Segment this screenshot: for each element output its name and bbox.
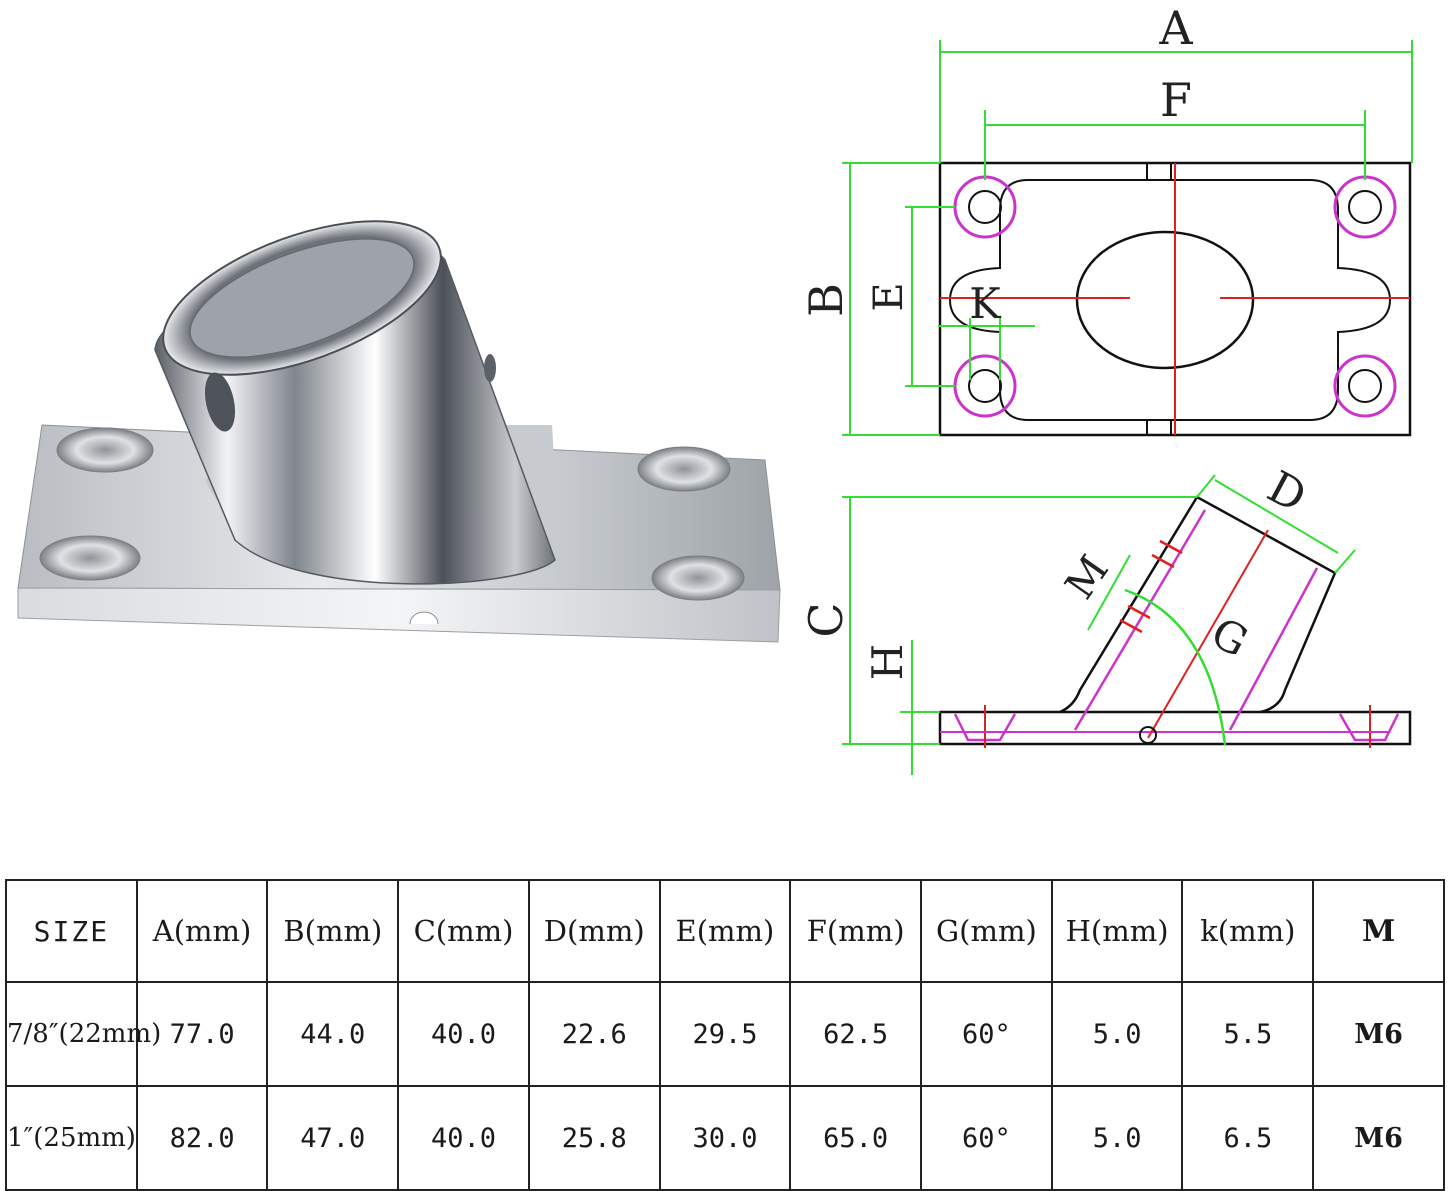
col-header-a: A(mm)	[135, 879, 269, 983]
cell-size: 1″(25mm)	[5, 1085, 138, 1191]
cell-h: 5.0	[1050, 1085, 1184, 1191]
label-k: K	[969, 279, 1002, 328]
cell-b: 47.0	[266, 1085, 400, 1191]
cell-size: 7/8″(22mm)	[5, 981, 161, 1087]
col-header-k: k(mm)	[1181, 879, 1315, 983]
cell-g: 60°	[920, 1085, 1053, 1191]
label-a: A	[1158, 1, 1193, 55]
col-header-d: D(mm)	[527, 879, 661, 983]
top-view	[842, 40, 1413, 437]
col-header-h: H(mm)	[1050, 879, 1184, 983]
cell-m: M6	[1312, 981, 1445, 1087]
cell-c: 40.0	[397, 1085, 530, 1191]
col-header-m: M	[1312, 879, 1445, 983]
table-header-row: SIZE A(mm) B(mm) C(mm) D(mm) E(mm) F(mm)…	[5, 879, 1445, 983]
cell-b: 44.0	[266, 981, 400, 1087]
col-header-g: G(mm)	[920, 879, 1053, 983]
label-e: E	[866, 282, 912, 311]
label-c: C	[799, 602, 853, 637]
cell-f: 65.0	[789, 1085, 923, 1191]
cell-c: 40.0	[397, 981, 530, 1087]
cell-a: 77.0	[135, 981, 269, 1087]
cell-a: 82.0	[135, 1085, 269, 1191]
cell-e: 30.0	[658, 1085, 792, 1191]
table-row: 1″(25mm) 82.0 47.0 40.0 25.8 30.0 65.0 6…	[5, 1085, 1445, 1191]
cell-f: 62.5	[789, 981, 923, 1087]
cell-m: M6	[1312, 1085, 1445, 1191]
product-photo	[17, 220, 781, 643]
cell-e: 29.5	[658, 981, 792, 1087]
label-m: M	[1057, 548, 1118, 608]
label-h: H	[863, 644, 912, 681]
col-header-c: C(mm)	[397, 879, 530, 983]
label-b: B	[799, 283, 853, 317]
col-header-f: F(mm)	[789, 879, 923, 983]
label-g: G	[1203, 608, 1256, 667]
cell-d: 22.6	[527, 981, 661, 1087]
table-row: 7/8″(22mm) 77.0 44.0 40.0 22.6 29.5 62.5…	[5, 981, 1445, 1087]
cell-k: 6.5	[1181, 1085, 1315, 1191]
technical-drawing: A F B E K D M G C H	[799, 1, 1413, 775]
cell-h: 5.0	[1050, 981, 1184, 1087]
side-view	[842, 474, 1412, 775]
spec-table: SIZE A(mm) B(mm) C(mm) D(mm) E(mm) F(mm)…	[5, 879, 1445, 1191]
label-f: F	[1160, 73, 1192, 127]
col-header-e: E(mm)	[658, 879, 792, 983]
col-header-b: B(mm)	[266, 879, 400, 983]
label-d: D	[1259, 461, 1314, 523]
col-header-size: SIZE	[5, 879, 138, 983]
cell-d: 25.8	[527, 1085, 661, 1191]
cell-g: 60°	[920, 981, 1053, 1087]
cell-k: 5.5	[1181, 981, 1315, 1087]
